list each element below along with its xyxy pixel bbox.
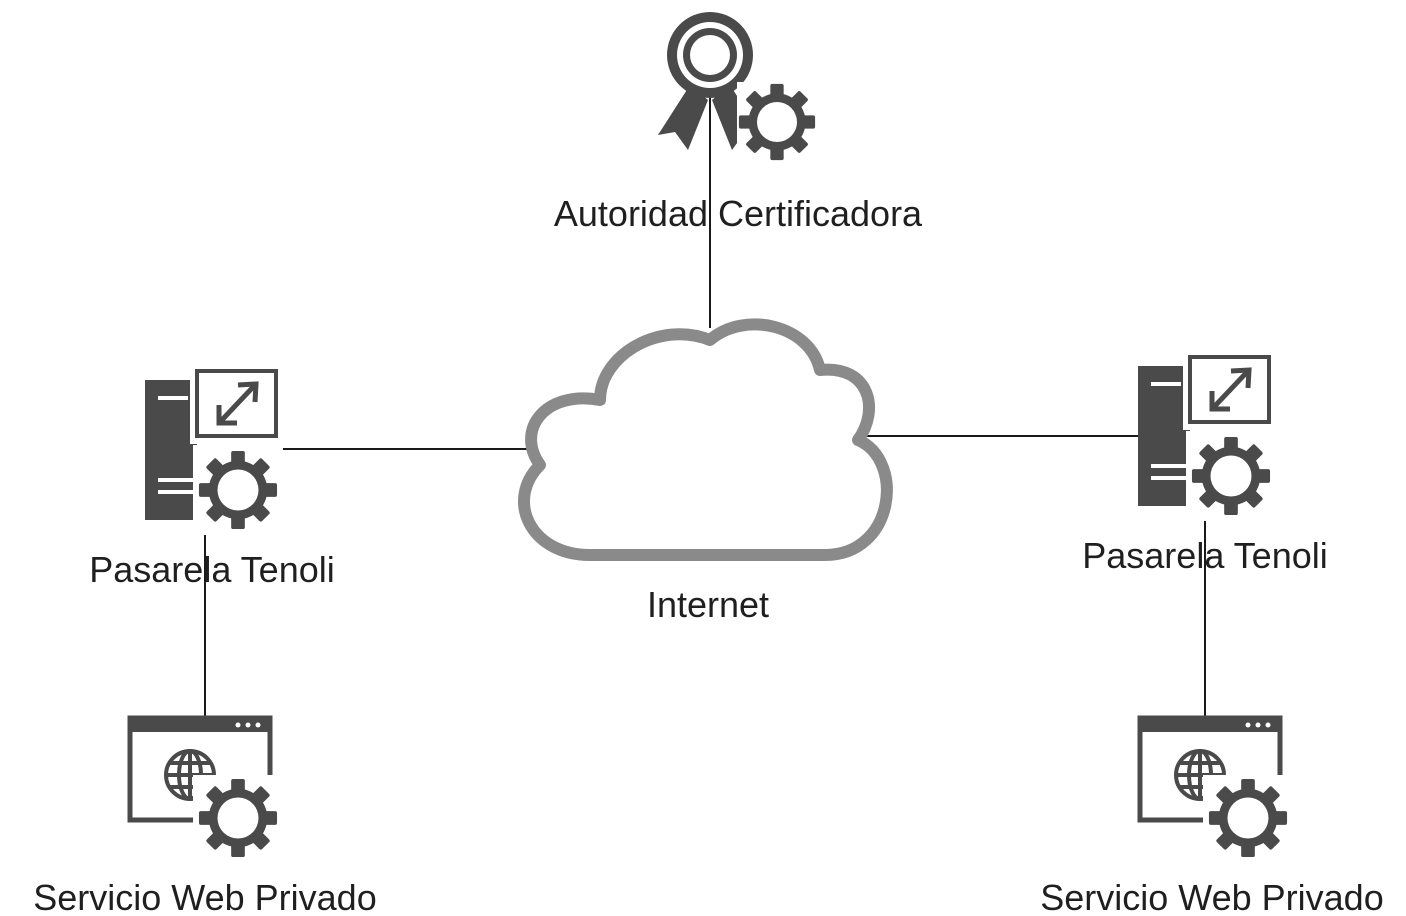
gateway-right-label: Pasarela Tenoli [1082,535,1328,576]
internet-label: Internet [647,584,769,625]
cloud-icon [518,318,893,561]
web-service-icon [1137,715,1293,860]
server-gateway-icon [1138,350,1276,521]
service-right-label: Servicio Web Privado [1040,877,1383,916]
gateway-left-label: Pasarela Tenoli [89,549,335,590]
server-gateway-icon [145,364,283,535]
ca-label: Autoridad Certificadora [554,193,923,234]
web-service-icon [127,715,283,860]
certificate-gear-icon [658,12,817,162]
service-left-label: Servicio Web Privado [33,877,376,916]
